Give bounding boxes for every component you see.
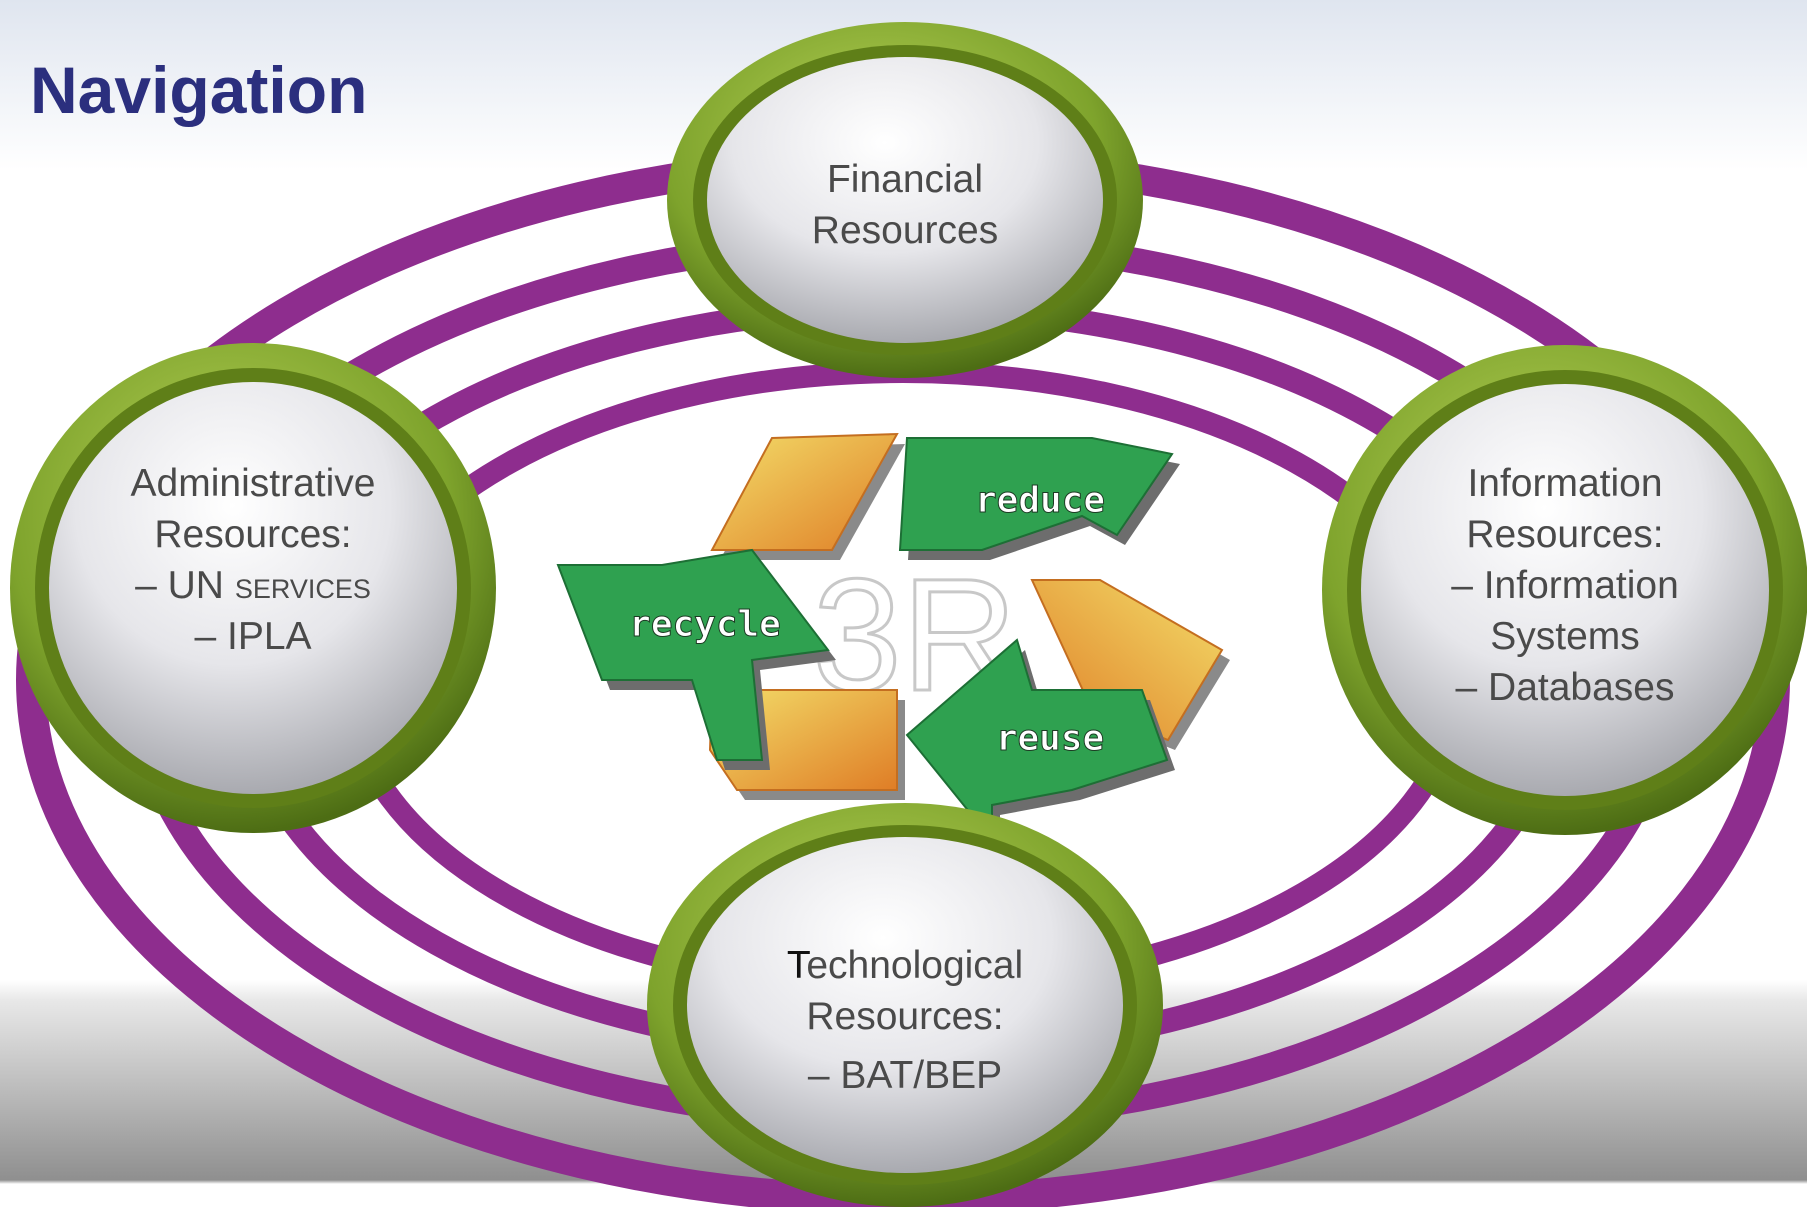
node-information-label: Information Resources: – Information Sys… [1385,458,1745,713]
node-financial-line1: Financial [826,158,984,201]
arrow-label-reduce: reduce [975,480,1105,521]
arrow-label-recycle: recycle [629,604,781,645]
node-administrative-line1: Administrative [130,462,376,505]
node-administrative-item1: – UN services [73,560,433,611]
node-administrative-line2: Resources: [154,513,352,556]
node-administrative-inner [49,382,457,794]
node-information[interactable] [1322,345,1807,835]
node-technological-first-letter: T [786,944,807,987]
node-technological-inner [687,837,1123,1173]
node-administrative-item1-prefix: – UN [135,564,235,607]
orange-band-top [710,432,899,551]
node-administrative-item1-services: services [234,564,371,607]
node-financial-inner [707,57,1103,343]
node-administrative-item2: – IPLA [194,615,312,658]
node-administrative[interactable] [10,343,496,833]
node-technological-line1-rest: echnological [806,944,1024,987]
node-financial-label: Financial Resources [745,154,1065,256]
node-information-item1b: Systems [1490,615,1640,658]
node-information-line2: Resources: [1466,513,1664,556]
node-technological-line2: Resources: [806,995,1004,1038]
node-technological[interactable] [647,803,1163,1207]
node-administrative-label: Administrative Resources: – UN services … [73,458,433,662]
recycle-logo: 3R reduce recycle reuse [556,432,1230,850]
node-information-line1: Information [1467,462,1663,505]
page-title: Navigation [30,53,368,127]
node-technological-item1: – BAT/BEP [807,1054,1003,1097]
node-technological-label: Technological Resources: – BAT/BEP [725,940,1085,1101]
node-information-inner [1361,384,1769,796]
node-information-item1: – Information [1451,564,1679,607]
node-financial-line2: Resources [811,209,999,252]
node-financial[interactable] [667,22,1143,378]
node-technological-line1: Technological [725,940,1085,991]
arrow-reuse [905,638,1169,843]
arrow-reduce [898,437,1174,551]
orange-band-right [1030,579,1224,742]
arrow-recycle [556,548,830,761]
arrow-label-reuse: reuse [996,718,1104,759]
node-information-item2: – Databases [1455,666,1675,709]
